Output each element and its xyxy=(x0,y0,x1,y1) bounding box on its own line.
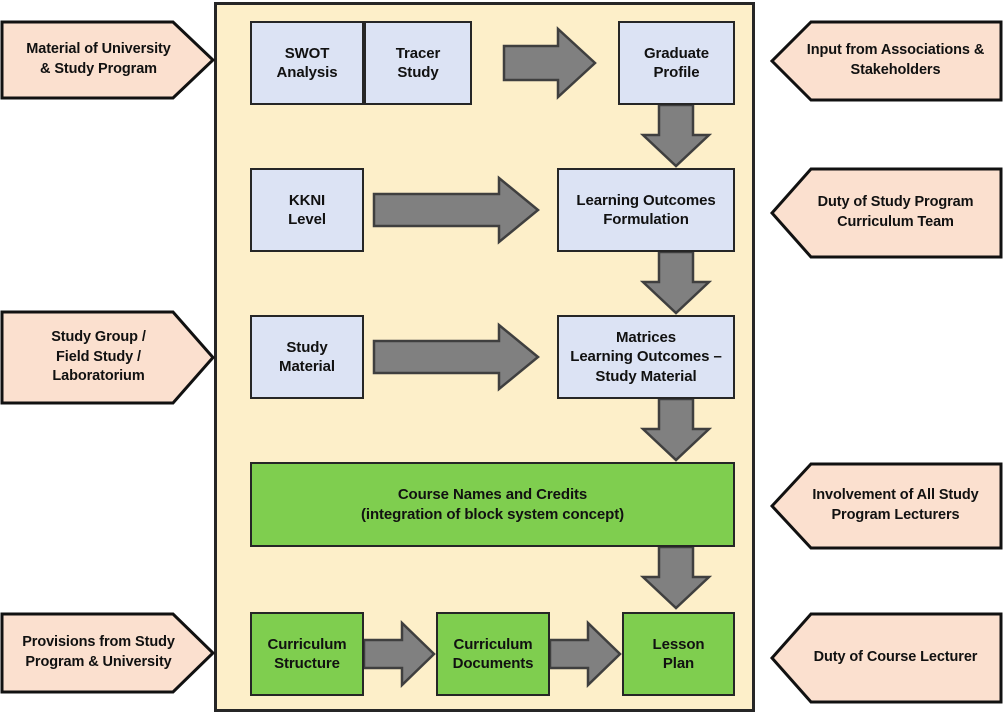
node-tracer-study[interactable]: Tracer Study xyxy=(364,21,472,105)
callout-provisions-from-study-program: Provisions from Study Program & Universi… xyxy=(0,612,215,694)
node-label: Matrices Learning Outcomes – Study Mater… xyxy=(570,329,722,385)
node-kkni-level[interactable]: KKNI Level xyxy=(250,168,364,252)
callout-label: Input from Associations & Stakeholders xyxy=(806,42,985,78)
node-curriculum-documents[interactable]: Curriculum Documents xyxy=(436,612,550,696)
node-label: Curriculum Structure xyxy=(267,635,347,672)
arrow-right-icon xyxy=(364,620,436,688)
arrow-right-icon xyxy=(372,175,540,245)
node-lesson-plan[interactable]: Lesson Plan xyxy=(622,612,735,696)
callout-shape xyxy=(0,612,215,694)
arrow-learning-outcomes-to-matrices xyxy=(640,252,712,315)
callout-shape xyxy=(770,20,1003,102)
callout-label: Study Group / Field Study / Laboratorium xyxy=(51,329,146,385)
arrow-down-icon xyxy=(640,105,712,168)
node-curriculum-structure[interactable]: Curriculum Structure xyxy=(250,612,364,696)
callout-shape xyxy=(770,167,1003,259)
arrow-graduate-profile-to-learning-outcomes xyxy=(640,105,712,168)
arrow-study-material-to-matrices xyxy=(372,322,540,392)
callout-label: Involvement of All Study Program Lecture… xyxy=(812,487,979,523)
callout-shape xyxy=(0,310,215,405)
node-graduate-profile[interactable]: Graduate Profile xyxy=(618,21,735,105)
callout-label: Duty of Study Program Curriculum Team xyxy=(817,194,974,230)
node-label: Graduate Profile xyxy=(643,44,710,81)
callout-label: Provisions from Study Program & Universi… xyxy=(22,634,175,670)
callout-material-of-university: Material of University & Study Program xyxy=(0,20,215,100)
arrow-down-icon xyxy=(640,252,712,315)
node-label: Course Names and Credits (integration of… xyxy=(360,486,624,523)
callout-study-group-field-study: Study Group / Field Study / Laboratorium xyxy=(0,310,215,405)
node-label: Learning Outcomes Formulation xyxy=(576,191,716,228)
node-learning-outcomes-formulation[interactable]: Learning Outcomes Formulation xyxy=(557,168,735,252)
arrow-course-names-to-lesson-plan xyxy=(640,547,712,610)
callout-involvement-of-all-lecturers: Involvement of All Study Program Lecture… xyxy=(770,462,1003,550)
node-label: Study Material xyxy=(279,338,335,375)
callout-shape xyxy=(770,462,1003,550)
node-label: Lesson Plan xyxy=(652,635,705,672)
arrow-matrices-to-course-names xyxy=(640,399,712,462)
arrow-kkni-level-to-learning-outcomes xyxy=(372,175,540,245)
arrow-curriculum-documents-to-lesson-plan xyxy=(550,620,622,688)
arrow-down-icon xyxy=(640,399,712,462)
callout-duty-of-course-lecturer: Duty of Course Lecturer xyxy=(770,612,1003,704)
node-swot-analysis[interactable]: SWOT Analysis xyxy=(250,21,364,105)
callout-label: Duty of Course Lecturer xyxy=(813,649,978,666)
arrow-right-icon xyxy=(502,26,597,100)
node-label: KKNI Level xyxy=(288,191,326,228)
node-label: Tracer Study xyxy=(395,44,441,81)
callout-label: Material of University & Study Program xyxy=(26,41,171,77)
arrow-right-icon xyxy=(372,322,540,392)
node-course-names-and-credits[interactable]: Course Names and Credits (integration of… xyxy=(250,462,735,547)
node-label: Curriculum Documents xyxy=(452,635,534,672)
callout-shape xyxy=(0,20,215,100)
node-matrices-learning-outcomes[interactable]: Matrices Learning Outcomes – Study Mater… xyxy=(557,315,735,399)
node-study-material[interactable]: Study Material xyxy=(250,315,364,399)
callout-input-from-associations: Input from Associations & Stakeholders xyxy=(770,20,1003,102)
callout-duty-of-study-program-curriculum-team: Duty of Study Program Curriculum Team xyxy=(770,167,1003,259)
arrow-tracer-study-to-graduate-profile xyxy=(502,26,597,100)
arrow-down-icon xyxy=(640,547,712,610)
arrow-right-icon xyxy=(550,620,622,688)
callout-shape xyxy=(770,612,1003,704)
arrow-curriculum-structure-to-curriculum-documents xyxy=(364,620,436,688)
node-label: SWOT Analysis xyxy=(276,44,338,81)
